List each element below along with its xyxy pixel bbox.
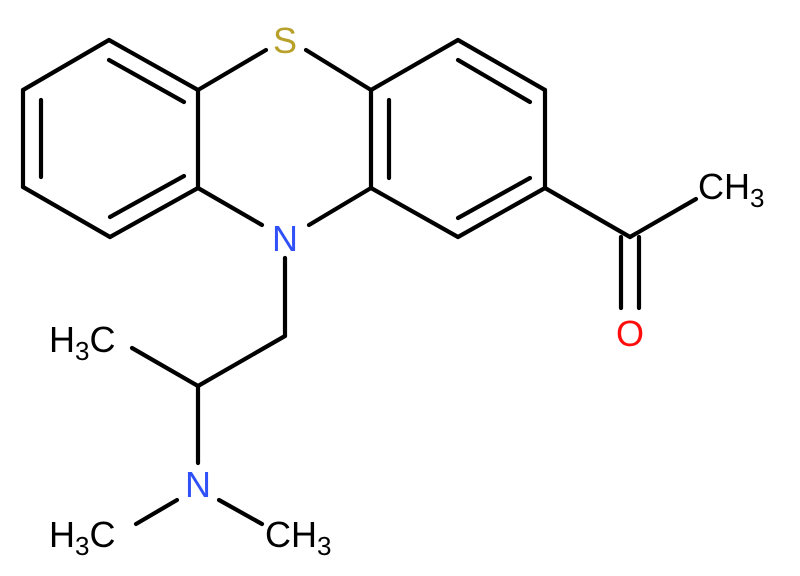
ring-nitrogen-atom: N [272, 218, 298, 259]
bond [455, 57, 533, 105]
n-methyl-left-subscript: 3 [75, 531, 89, 561]
bond [303, 47, 374, 93]
atom-labels: S N N O CH3 H3C H3C CH3 [49, 20, 764, 561]
bond [455, 37, 548, 93]
isopropyl-methyl-subscript: 3 [75, 336, 89, 366]
bond [20, 37, 112, 93]
bond [627, 196, 699, 240]
bond [106, 37, 201, 93]
bond [542, 185, 633, 240]
bond [107, 185, 201, 240]
n-methyl-right-label: CH3 [265, 514, 331, 561]
bond [106, 57, 187, 105]
n-methyl-left-c: C [89, 514, 115, 555]
oxygen-atom: O [616, 313, 644, 354]
n-methyl-right-main: CH [265, 514, 317, 555]
bonds [20, 37, 699, 527]
bond [368, 185, 461, 240]
sulfur-atom: S [273, 20, 297, 61]
bond [195, 333, 288, 389]
bond [455, 175, 533, 221]
bond [368, 37, 461, 93]
n-methyl-left-h: H [49, 514, 75, 555]
bond [195, 185, 265, 228]
bond [216, 497, 265, 527]
bond [455, 185, 548, 240]
bond [107, 173, 187, 220]
isopropyl-methyl-label: H3C [49, 319, 115, 366]
acetyl-methyl-label: CH3 [698, 166, 764, 213]
acetyl-methyl-main: CH [698, 166, 750, 207]
bond [306, 185, 374, 228]
acetyl-methyl-subscript: 3 [750, 183, 764, 213]
bond [129, 345, 201, 389]
bond [20, 184, 113, 240]
n-methyl-right-subscript: 3 [317, 531, 331, 561]
amine-nitrogen-atom: N [185, 464, 211, 505]
bond [133, 497, 180, 527]
isopropyl-methyl-c: C [89, 319, 115, 360]
n-methyl-left-label: H3C [49, 514, 115, 561]
bond [195, 47, 269, 93]
isopropyl-methyl-h: H [49, 319, 75, 360]
